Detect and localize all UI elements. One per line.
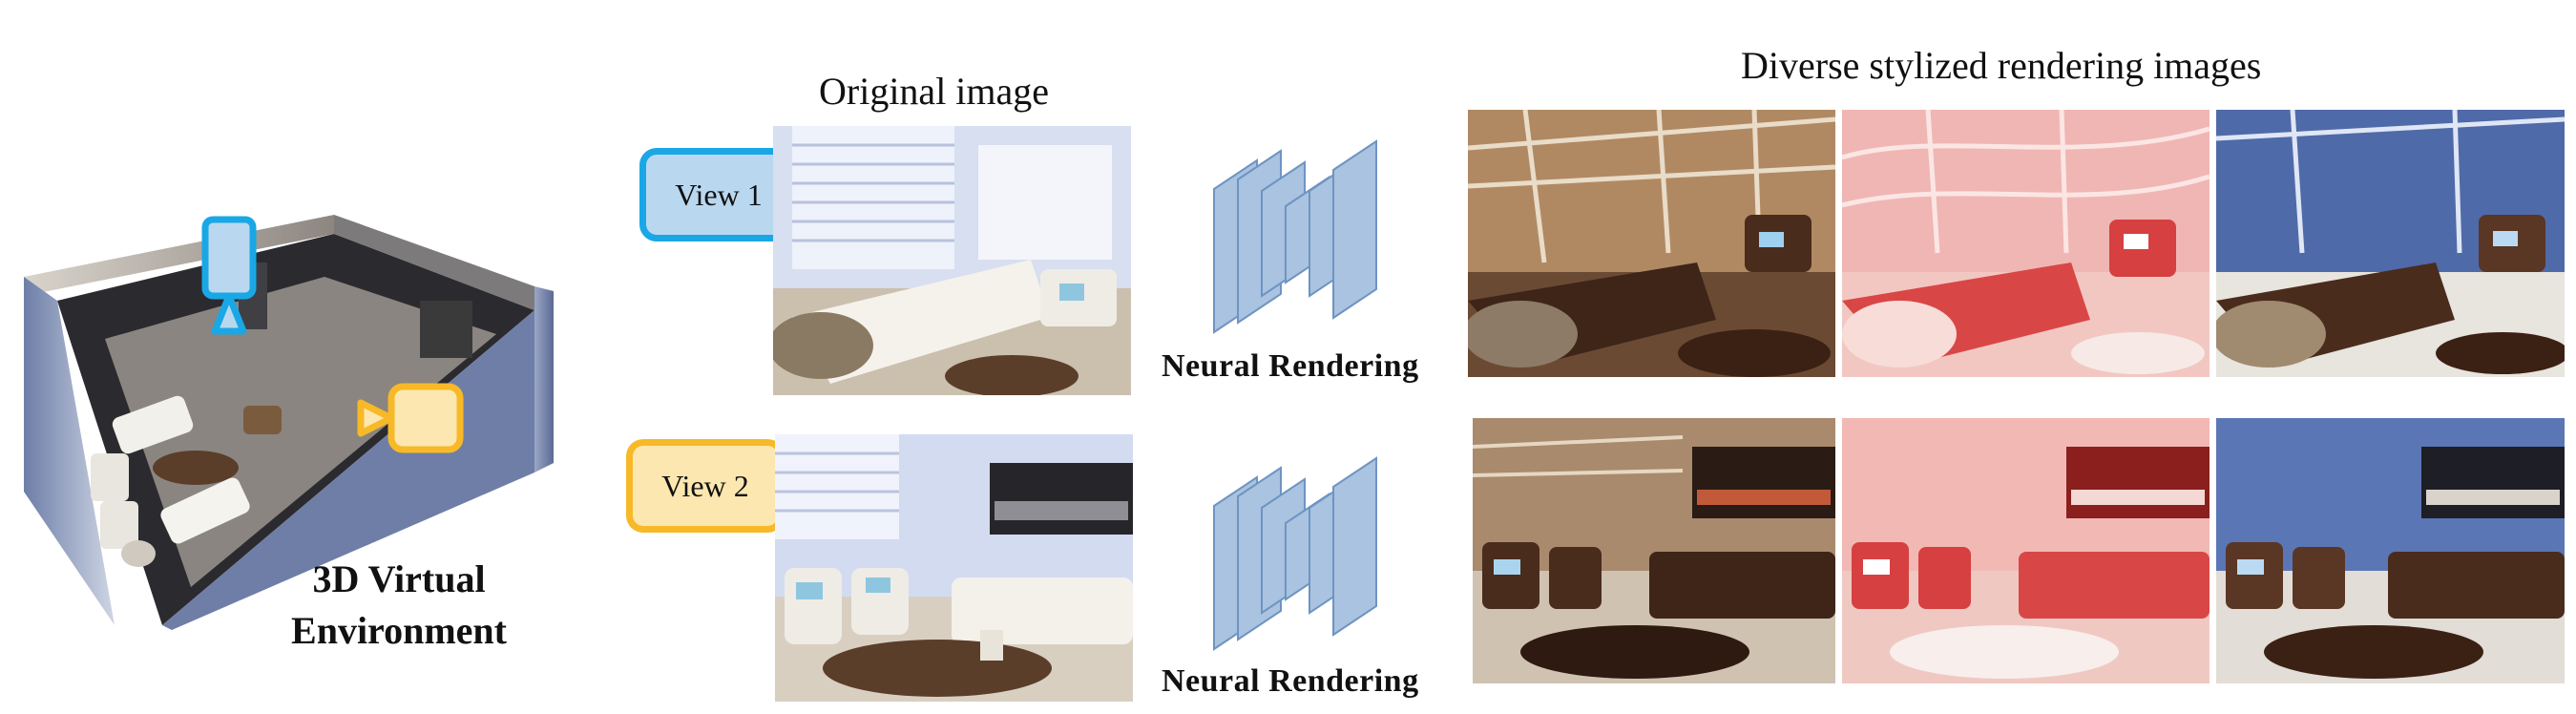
stylized-image-view-1-wood: [1468, 110, 1835, 377]
environment-label-line1: 3D Virtual: [312, 557, 486, 600]
neural-rendering-label: Neural Rendering: [1162, 348, 1419, 384]
view-2-label: View 2: [626, 439, 785, 533]
camera-icon: [196, 215, 262, 339]
stylized-image-view-1-red: [1842, 110, 2209, 377]
stylized-images-heading: Diverse stylized rendering images: [1741, 44, 2262, 87]
original-image-heading: Original image: [819, 70, 1050, 113]
room-3d-model: [24, 215, 554, 630]
neural-rendering-label: Neural Rendering: [1162, 663, 1419, 699]
view-2-tag: View 2: [626, 439, 827, 533]
stylized-image-view-1-blue: [2216, 110, 2565, 377]
environment-label-line2: Environment: [291, 609, 507, 652]
neural-network-icon: [1204, 449, 1414, 654]
original-image-view-1: [773, 126, 1131, 395]
original-image-view-2: [775, 434, 1133, 702]
view-1-label: View 1: [639, 148, 798, 242]
view-1-tag: View 1: [639, 148, 840, 242]
stylized-image-view-2-red: [1842, 418, 2209, 683]
neural-network-icon: [1204, 132, 1414, 337]
virtual-environment-render: [19, 205, 554, 635]
environment-label: 3D Virtual Environment: [256, 554, 542, 657]
stylized-image-view-2-wood: [1473, 418, 1835, 683]
stylized-image-view-2-blue: [2216, 418, 2565, 683]
camera-icon: [353, 382, 468, 458]
